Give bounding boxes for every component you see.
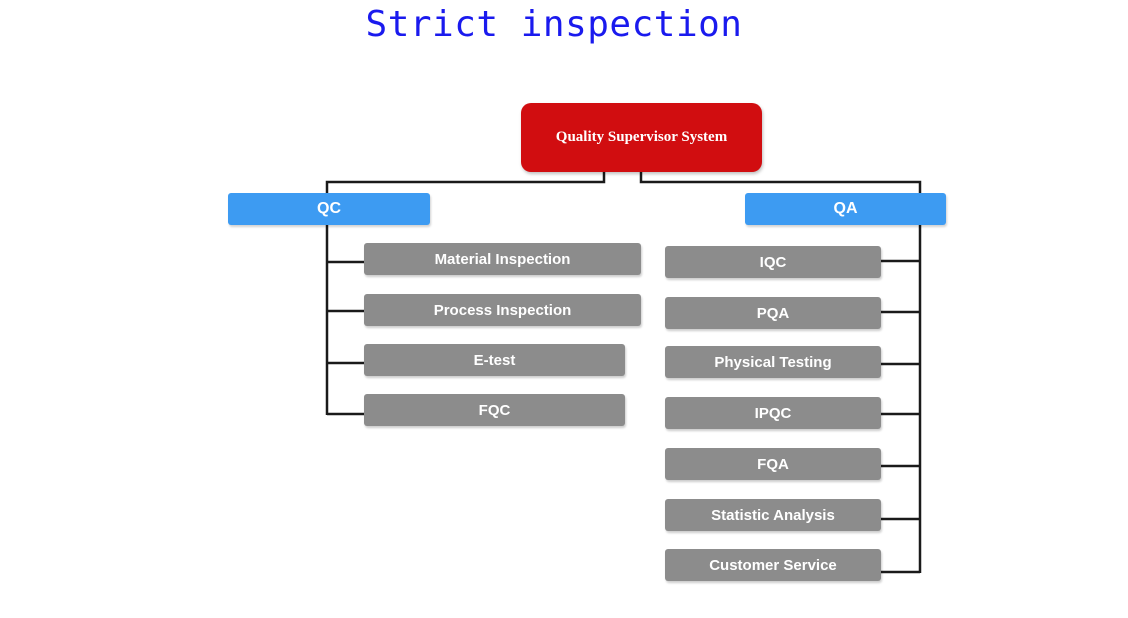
qa-item: PQA [665, 297, 881, 329]
root-node: Quality Supervisor System [521, 103, 762, 172]
qa-item: Physical Testing [665, 346, 881, 378]
qa-item: IQC [665, 246, 881, 278]
qa-item: IPQC [665, 397, 881, 429]
qa-item: Customer Service [665, 549, 881, 581]
qa-item: FQA [665, 448, 881, 480]
qc-item: Process Inspection [364, 294, 641, 326]
qc-item: Material Inspection [364, 243, 641, 275]
page-title: Strict inspection [365, 4, 743, 45]
qc-item: E-test [364, 344, 625, 376]
qc-item: FQC [364, 394, 625, 426]
branch-node-qa: QA [745, 193, 946, 225]
connector-root-qc [325, 172, 606, 193]
connector-root-qa [639, 172, 922, 193]
branch-node-qc: QC [228, 193, 430, 225]
qa-item: Statistic Analysis [665, 499, 881, 531]
